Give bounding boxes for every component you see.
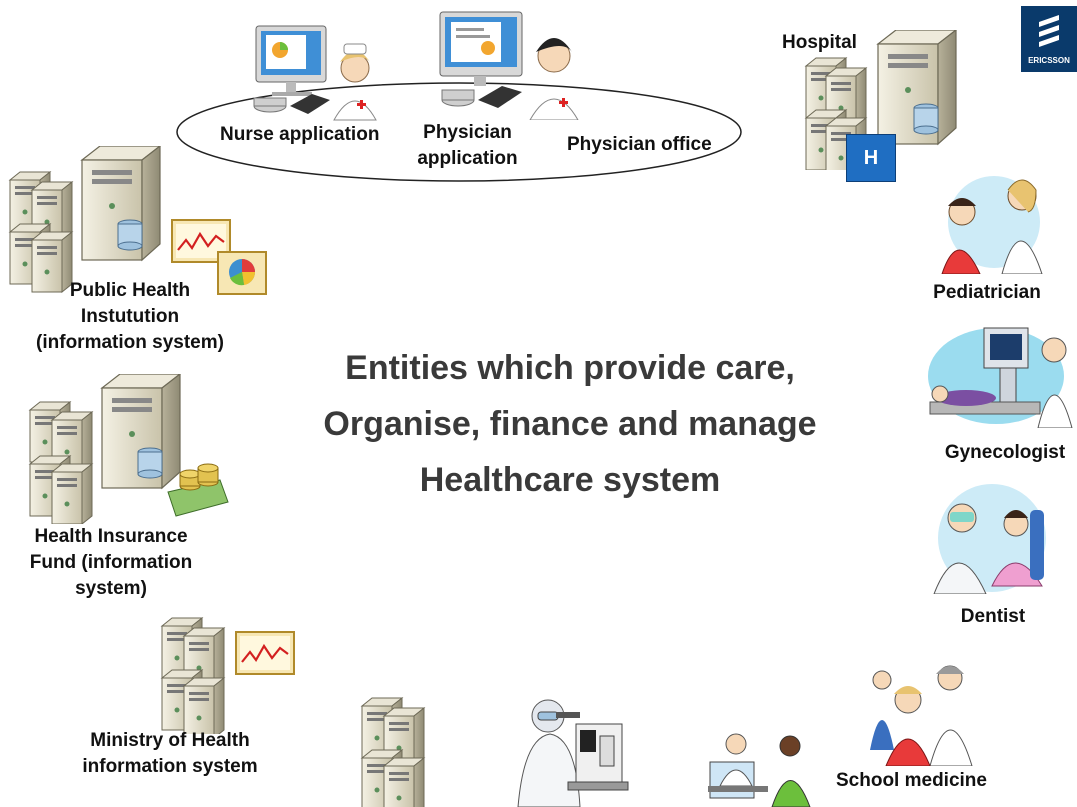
- title-line-1: Entities which provide care,: [345, 349, 795, 387]
- hospital-label: Hospital: [782, 32, 857, 53]
- ericsson-mark-icon: [1039, 15, 1059, 47]
- public-health-label-line2: Instutution: [80, 306, 180, 327]
- ministry-label-line2: information system: [82, 756, 258, 777]
- dentist-label: Dentist: [960, 606, 1026, 627]
- dentist-image: [930, 482, 1050, 594]
- ericsson-logo: ERICSSON: [1021, 6, 1077, 72]
- health-insurance-label-line1: Health Insurance: [34, 526, 188, 547]
- hospital-badge: H: [846, 134, 896, 182]
- gynecologist-image: [926, 318, 1076, 428]
- physician-office-label: Physician office: [567, 134, 712, 155]
- physician-application-label-line1: Physician: [423, 122, 512, 143]
- health-insurance-label-line3: system): [75, 578, 147, 599]
- physician-computer-icon: [436, 8, 586, 120]
- hospital-badge-text: H: [863, 147, 879, 169]
- title-line-2: Organise, finance and manage: [323, 405, 817, 443]
- pediatrician-image: [936, 170, 1046, 274]
- public-health-label-line3: (information system): [36, 332, 224, 353]
- doctor-patient-icon: [706, 726, 816, 807]
- pediatrician-label: Pediatrician: [933, 282, 1041, 303]
- ministry-servers-icon: [160, 614, 300, 734]
- health-insurance-servers-icon: [28, 374, 238, 524]
- nurse-computer-icon: [250, 22, 385, 122]
- ericsson-logo-text: ERICSSON: [1028, 56, 1070, 65]
- gynecologist-label: Gynecologist: [944, 442, 1066, 463]
- bottom-servers-icon: [360, 696, 440, 807]
- public-health-label-line1: Public Health: [69, 280, 191, 301]
- health-insurance-label-line2: Fund (information: [29, 552, 193, 573]
- money-icon: [167, 463, 229, 517]
- school-medicine-image: [864, 660, 974, 766]
- lab-scientist-icon: [512, 690, 632, 807]
- physician-office-ellipse: [174, 80, 744, 184]
- nurse-application-label: Nurse application: [220, 124, 380, 145]
- school-medicine-label: School medicine: [836, 770, 987, 791]
- title-line-3: Healthcare system: [419, 461, 721, 499]
- public-health-servers-icon: [8, 146, 278, 296]
- physician-application-label-line2: application: [417, 148, 518, 169]
- ministry-label-line1: Ministry of Health: [90, 730, 250, 751]
